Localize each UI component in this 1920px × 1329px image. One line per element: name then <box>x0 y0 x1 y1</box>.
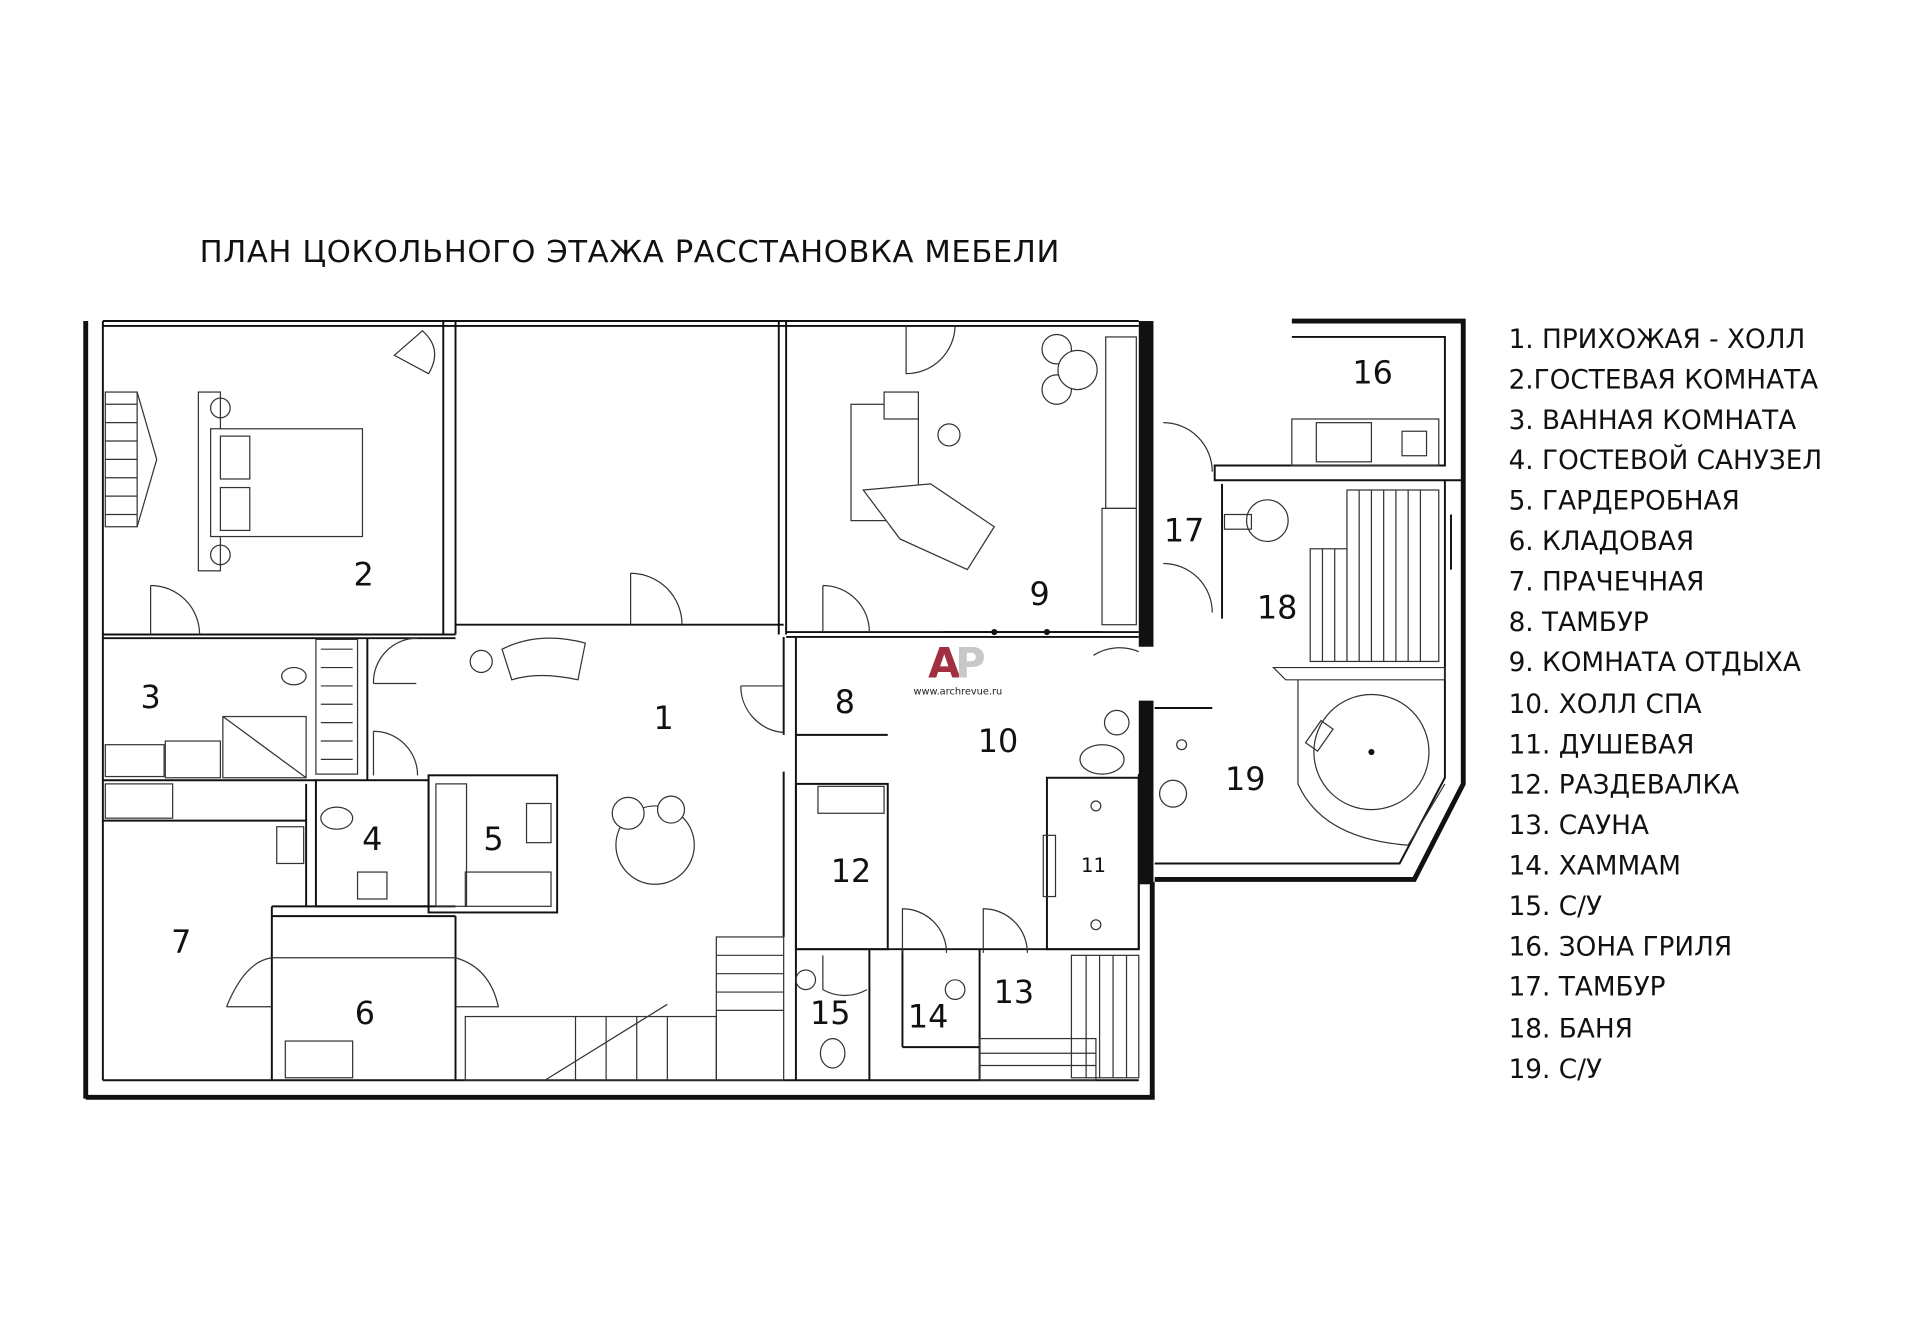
room-number-7: 7 <box>171 923 191 961</box>
room-number-19: 19 <box>1225 760 1266 798</box>
walls <box>83 318 1466 1100</box>
watermark: A P www.archrevue.ru <box>913 638 1002 697</box>
room-number-13: 13 <box>994 973 1035 1011</box>
legend-item: 8. ТАМБУР <box>1509 608 1649 638</box>
legend-item: 10. ХОЛЛ СПА <box>1509 690 1702 720</box>
watermark-logo-a: A <box>928 638 961 687</box>
room-number-8: 8 <box>835 683 855 721</box>
watermark-logo-p: P <box>955 638 986 687</box>
legend-item: 17. ТАМБУР <box>1509 973 1666 1003</box>
watermark-url: www.archrevue.ru <box>913 687 1002 698</box>
legend-item: 6. КЛАДОВАЯ <box>1509 527 1695 557</box>
room-number-5: 5 <box>483 820 503 858</box>
room-number-12: 12 <box>831 852 872 890</box>
legend-item: 1. ПРИХОЖАЯ - ХОЛЛ <box>1509 325 1806 355</box>
furniture <box>104 330 1446 1079</box>
legend-item: 15. С/У <box>1509 892 1602 922</box>
legend-item: 13. САУНА <box>1509 811 1649 841</box>
room-number-16: 16 <box>1352 353 1393 391</box>
room-number-10: 10 <box>978 722 1019 760</box>
legend-item: 3. ВАННАЯ КОМНАТА <box>1509 406 1797 436</box>
room-number-15: 15 <box>810 994 851 1032</box>
legend-item: 9. КОМНАТА ОТДЫХА <box>1509 648 1801 678</box>
room-number-9: 9 <box>1029 575 1049 613</box>
room-number-2: 2 <box>354 556 374 594</box>
room-number-17: 17 <box>1164 511 1205 549</box>
legend-item: 5. ГАРДЕРОБНАЯ <box>1509 487 1740 517</box>
legend-item: 19. С/У <box>1509 1055 1602 1085</box>
legend-item: 11. ДУШЕВАЯ <box>1509 730 1695 760</box>
legend-item: 2.ГОСТЕВАЯ КОМНАТА <box>1509 365 1819 395</box>
legend-item: 16. ЗОНА ГРИЛЯ <box>1509 932 1733 962</box>
room-number-4: 4 <box>362 820 382 858</box>
room-number-18: 18 <box>1257 589 1298 627</box>
doors <box>150 325 1213 997</box>
legend-item: 7. ПРАЧЕЧНАЯ <box>1509 567 1705 597</box>
room-number-1: 1 <box>654 699 674 737</box>
room-number-11: 11 <box>1081 854 1106 877</box>
room-number-14: 14 <box>908 998 949 1036</box>
plan-title: ПЛАН ЦОКОЛЬНОГО ЭТАЖА РАССТАНОВКА МЕБЕЛИ <box>200 235 1060 270</box>
legend-item: 14. ХАММАМ <box>1509 852 1681 882</box>
legend: 1. ПРИХОЖАЯ - ХОЛЛ 2.ГОСТЕВАЯ КОМНАТА 3.… <box>1509 325 1823 1085</box>
legend-item: 4. ГОСТЕВОЙ САНУЗЕЛ <box>1509 444 1823 476</box>
room-number-6: 6 <box>355 994 375 1032</box>
room-numbers: 1 2 3 4 5 6 7 8 9 10 11 12 13 14 15 16 1… <box>140 353 1392 1035</box>
legend-item: 12. РАЗДЕВАЛКА <box>1509 771 1740 801</box>
room-number-3: 3 <box>140 678 160 716</box>
legend-item: 18. БАНЯ <box>1509 1014 1633 1044</box>
